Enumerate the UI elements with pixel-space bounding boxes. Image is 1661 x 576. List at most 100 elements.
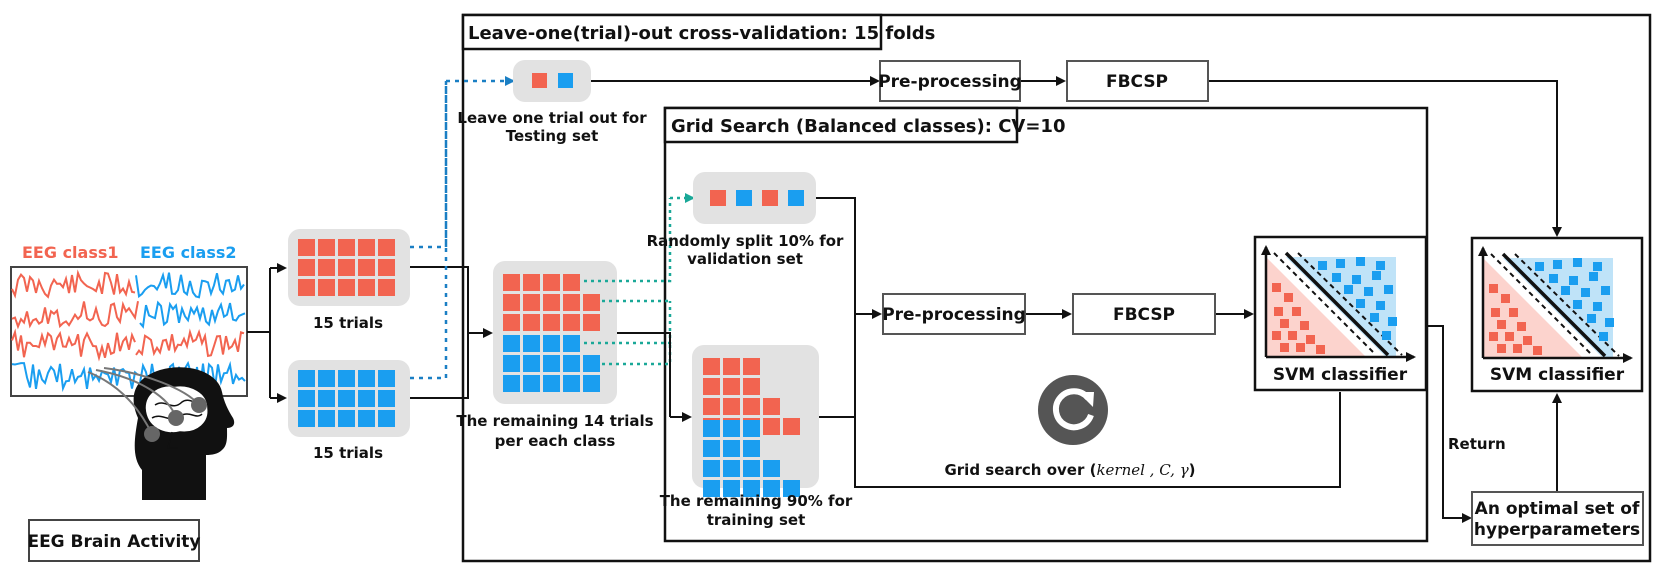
outer-preprocessing-label: Pre-processing <box>878 72 1022 92</box>
svm-point-class1 <box>1272 283 1281 292</box>
svm-point-class2 <box>1344 285 1353 294</box>
svm-point-class2 <box>1376 261 1385 270</box>
svm-point-class1 <box>1300 321 1309 330</box>
svm-point-class2 <box>1336 259 1345 268</box>
svm-point-class2 <box>1384 285 1393 294</box>
eeg-trace <box>139 300 246 329</box>
eeg-trace <box>11 269 136 299</box>
svm-point-class2 <box>1601 286 1610 295</box>
svm-point-class1 <box>1280 343 1289 352</box>
outer-fbcsp-box <box>1066 60 1209 102</box>
svm-point-class1 <box>1280 319 1289 328</box>
svm-point-class2 <box>1376 301 1385 310</box>
class1-trials-grid <box>298 239 395 296</box>
trial-square <box>763 418 780 435</box>
svm-point-class2 <box>1549 274 1558 283</box>
trial-square <box>318 239 335 256</box>
grid-search-title: Grid Search (Balanced classes): CV=10 <box>671 116 1065 137</box>
trial-square <box>743 480 760 497</box>
trial-square <box>298 259 315 276</box>
trial-square <box>338 370 355 387</box>
trial-square <box>378 410 395 427</box>
trial-square <box>338 410 355 427</box>
inner-fbcsp-box <box>1072 293 1216 335</box>
svm-point-class2 <box>1356 257 1365 266</box>
grid-search-over-label: Grid search over (kernel , C, γ) <box>944 461 1195 479</box>
svm-point-class2 <box>1599 332 1608 341</box>
remaining-label-line1: The remaining 14 trials <box>456 412 653 430</box>
trial-square <box>298 239 315 256</box>
svm-point-class1 <box>1513 344 1522 353</box>
trial-square <box>723 440 740 457</box>
hyperparameters-line2: hyperparameters <box>1474 520 1640 540</box>
training-label-line1: The remaining 90% for <box>660 492 853 510</box>
inner-fbcsp-label: FBCSP <box>1113 305 1175 325</box>
trials-merge-arrows <box>410 266 493 399</box>
trial-square <box>378 370 395 387</box>
trial-square <box>298 279 315 296</box>
trial-square <box>298 410 315 427</box>
svm-point-class2 <box>1332 273 1341 282</box>
inner-svm-plot <box>1261 245 1416 362</box>
training-label-line2: training set <box>707 511 806 529</box>
svm-point-class2 <box>1388 317 1397 326</box>
trial-square <box>543 294 560 311</box>
svm-point-class2 <box>1593 262 1602 271</box>
trial-square <box>523 294 540 311</box>
eeg-trace <box>135 271 245 299</box>
eeg-brain-activity-label: EEG Brain Activity <box>27 532 200 552</box>
return-label: Return <box>1448 435 1506 453</box>
trial-square <box>318 410 335 427</box>
trial-square <box>318 390 335 407</box>
trial-square <box>743 358 760 375</box>
outer-preprocessing-box <box>879 60 1021 102</box>
training-split-arrow <box>617 332 692 422</box>
svm-point-class1 <box>1533 346 1542 355</box>
trial-square <box>563 294 580 311</box>
trial-square <box>723 460 740 477</box>
trial-square <box>783 480 800 497</box>
svm-point-class1 <box>1509 308 1518 317</box>
trial-square <box>378 239 395 256</box>
trial-square <box>338 239 355 256</box>
refresh-icon <box>1038 375 1108 445</box>
test-trial-dotted-arrows <box>410 76 515 380</box>
validation-label-line1: Randomly split 10% for <box>647 232 844 250</box>
svm-point-class2 <box>1352 275 1361 284</box>
trial-square <box>318 279 335 296</box>
svm-margin-line <box>1490 253 1592 355</box>
trial-square <box>358 239 375 256</box>
svm-point-class1 <box>1292 307 1301 316</box>
validation-set-group <box>693 172 816 224</box>
trial-square <box>723 358 740 375</box>
inner-svm-label: SVM classifier <box>1273 365 1408 385</box>
trial-square <box>563 314 580 331</box>
trial-square <box>703 480 720 497</box>
final-svm-plot <box>1478 246 1633 363</box>
svm-point-class1 <box>1274 307 1283 316</box>
trial-square <box>523 335 540 352</box>
svm-point-class2 <box>1605 318 1614 327</box>
trial-square <box>563 355 580 372</box>
inner-preprocessing-label: Pre-processing <box>882 305 1026 325</box>
eeg-class1-label: EEG class1 <box>22 243 119 262</box>
eeg-to-trials-arrows <box>247 263 287 403</box>
remaining-trials-grid <box>503 274 600 392</box>
svm-decision-boundary <box>1501 252 1607 358</box>
eeg-trace <box>11 328 136 362</box>
outer-fbcsp-label: FBCSP <box>1106 72 1168 92</box>
grid-search-title-box <box>663 106 1019 144</box>
validation-trials-grid <box>710 190 804 206</box>
validation-label-line2: validation set <box>687 250 803 268</box>
final-svm-label: SVM classifier <box>1490 365 1625 385</box>
trial-square <box>723 398 740 415</box>
trial-square <box>543 335 560 352</box>
svm-point-class1 <box>1316 345 1325 354</box>
test-trial-class2 <box>558 73 573 88</box>
return-arrow <box>1426 325 1562 523</box>
trial-square <box>743 420 760 437</box>
svm-point-class2 <box>1573 258 1582 267</box>
trial-square <box>523 355 540 372</box>
svm-point-class1 <box>1272 331 1281 340</box>
svm-point-class1 <box>1284 293 1293 302</box>
